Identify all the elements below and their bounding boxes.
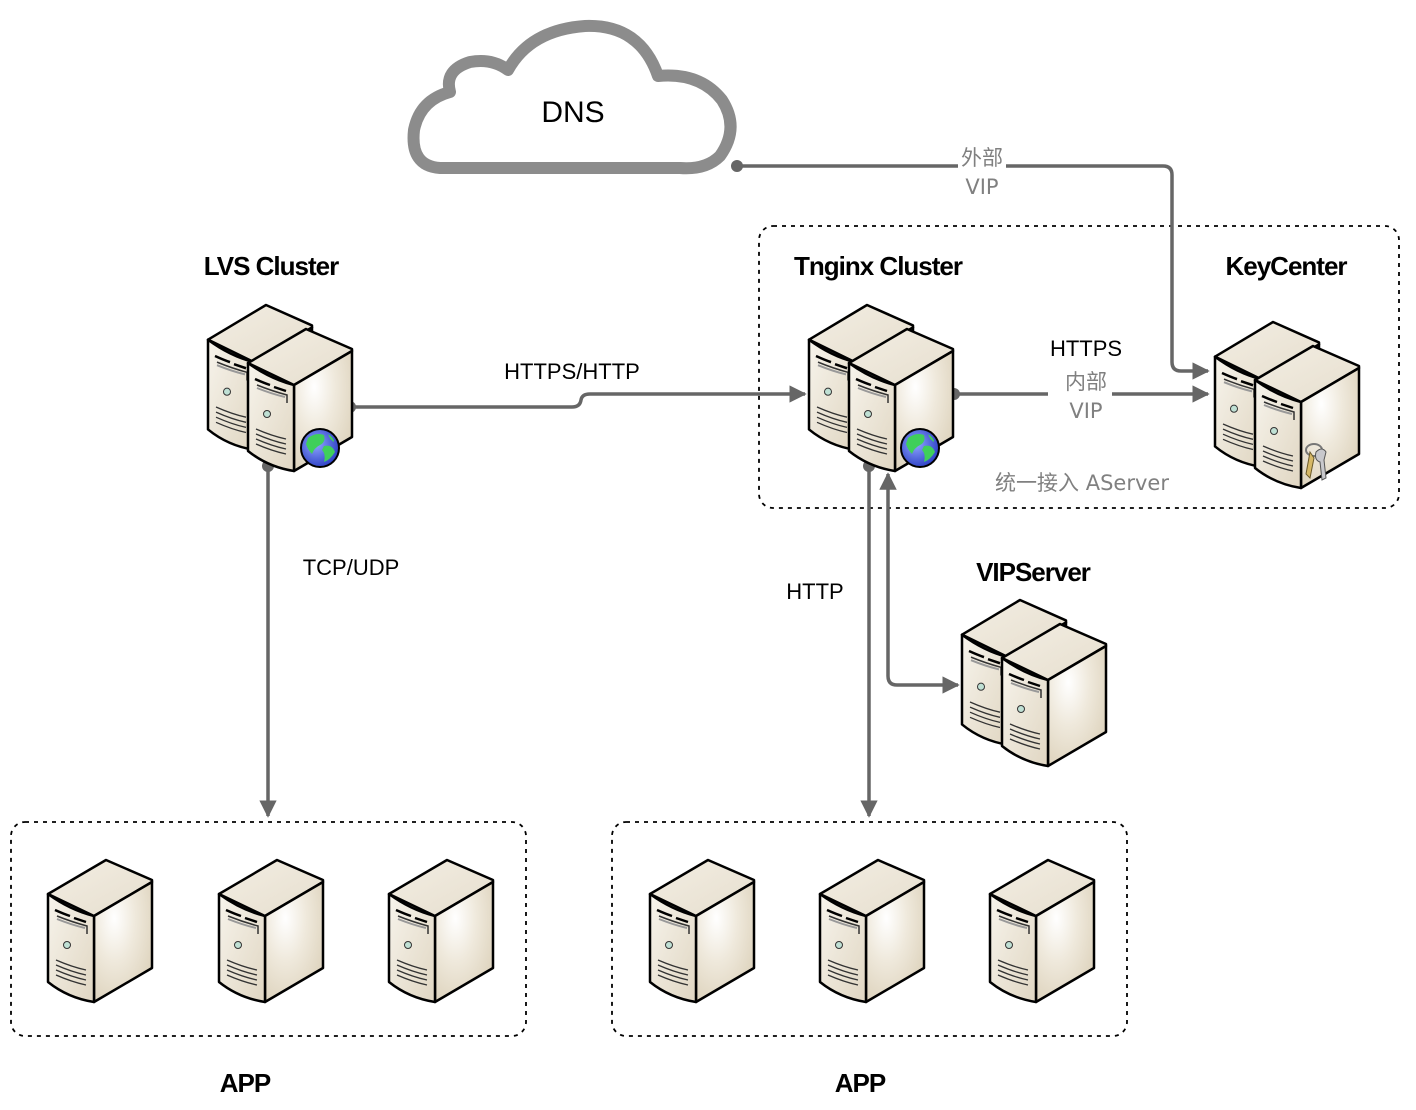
vipserver-title: VIPServer	[976, 557, 1091, 587]
edge-dns-to-keycenter	[737, 164, 1208, 371]
app-right-label: APP	[835, 1068, 886, 1098]
app-right-server-1-icon	[648, 858, 756, 1004]
edge-lvs-app-label: TCP/UDP	[303, 555, 400, 580]
edge-tnginx-app-label: HTTP	[786, 579, 843, 604]
app-left-server-1-icon	[46, 858, 154, 1004]
keycenter-server-icon	[1215, 322, 1359, 488]
app-left-server-3-icon	[387, 858, 495, 1004]
dns-cloud-icon	[407, 19, 737, 175]
dns-label: DNS	[541, 96, 604, 129]
app-right-server-2-icon	[818, 858, 926, 1004]
edge-lvs-tnginx-label: HTTPS/HTTP	[504, 359, 640, 384]
lvs-cluster-title: LVS Cluster	[204, 251, 339, 281]
edge-tnginx-keycenter-label-line1: HTTPS	[1050, 336, 1122, 361]
aserver-group-label: 统一接入 AServer	[995, 471, 1169, 495]
app-left-group-box	[10, 821, 527, 1037]
edge-tnginx-keycenter-label-line3: VIP	[1069, 399, 1102, 423]
edge-dns-label-line2: VIP	[965, 175, 998, 199]
vipserver-server-icon	[962, 600, 1106, 766]
app-left-server-2-icon	[217, 858, 325, 1004]
app-right-group-box	[611, 821, 1128, 1037]
keycenter-title: KeyCenter	[1225, 251, 1347, 281]
globe-icon	[900, 428, 940, 468]
app-left-label: APP	[220, 1068, 271, 1098]
edge-lvs-to-tnginx	[350, 385, 807, 409]
edge-tnginx-keycenter-label-line2: 内部	[1065, 370, 1107, 394]
aserver-group-box	[758, 225, 1400, 509]
edge-dns-label-line1: 外部	[961, 146, 1003, 170]
globe-icon	[300, 428, 340, 468]
edge-tnginx-vipserver	[879, 472, 960, 694]
edge-dns-start-dot	[731, 160, 743, 172]
tnginx-cluster-title: Tnginx Cluster	[794, 251, 963, 281]
app-right-server-3-icon	[988, 858, 1096, 1004]
